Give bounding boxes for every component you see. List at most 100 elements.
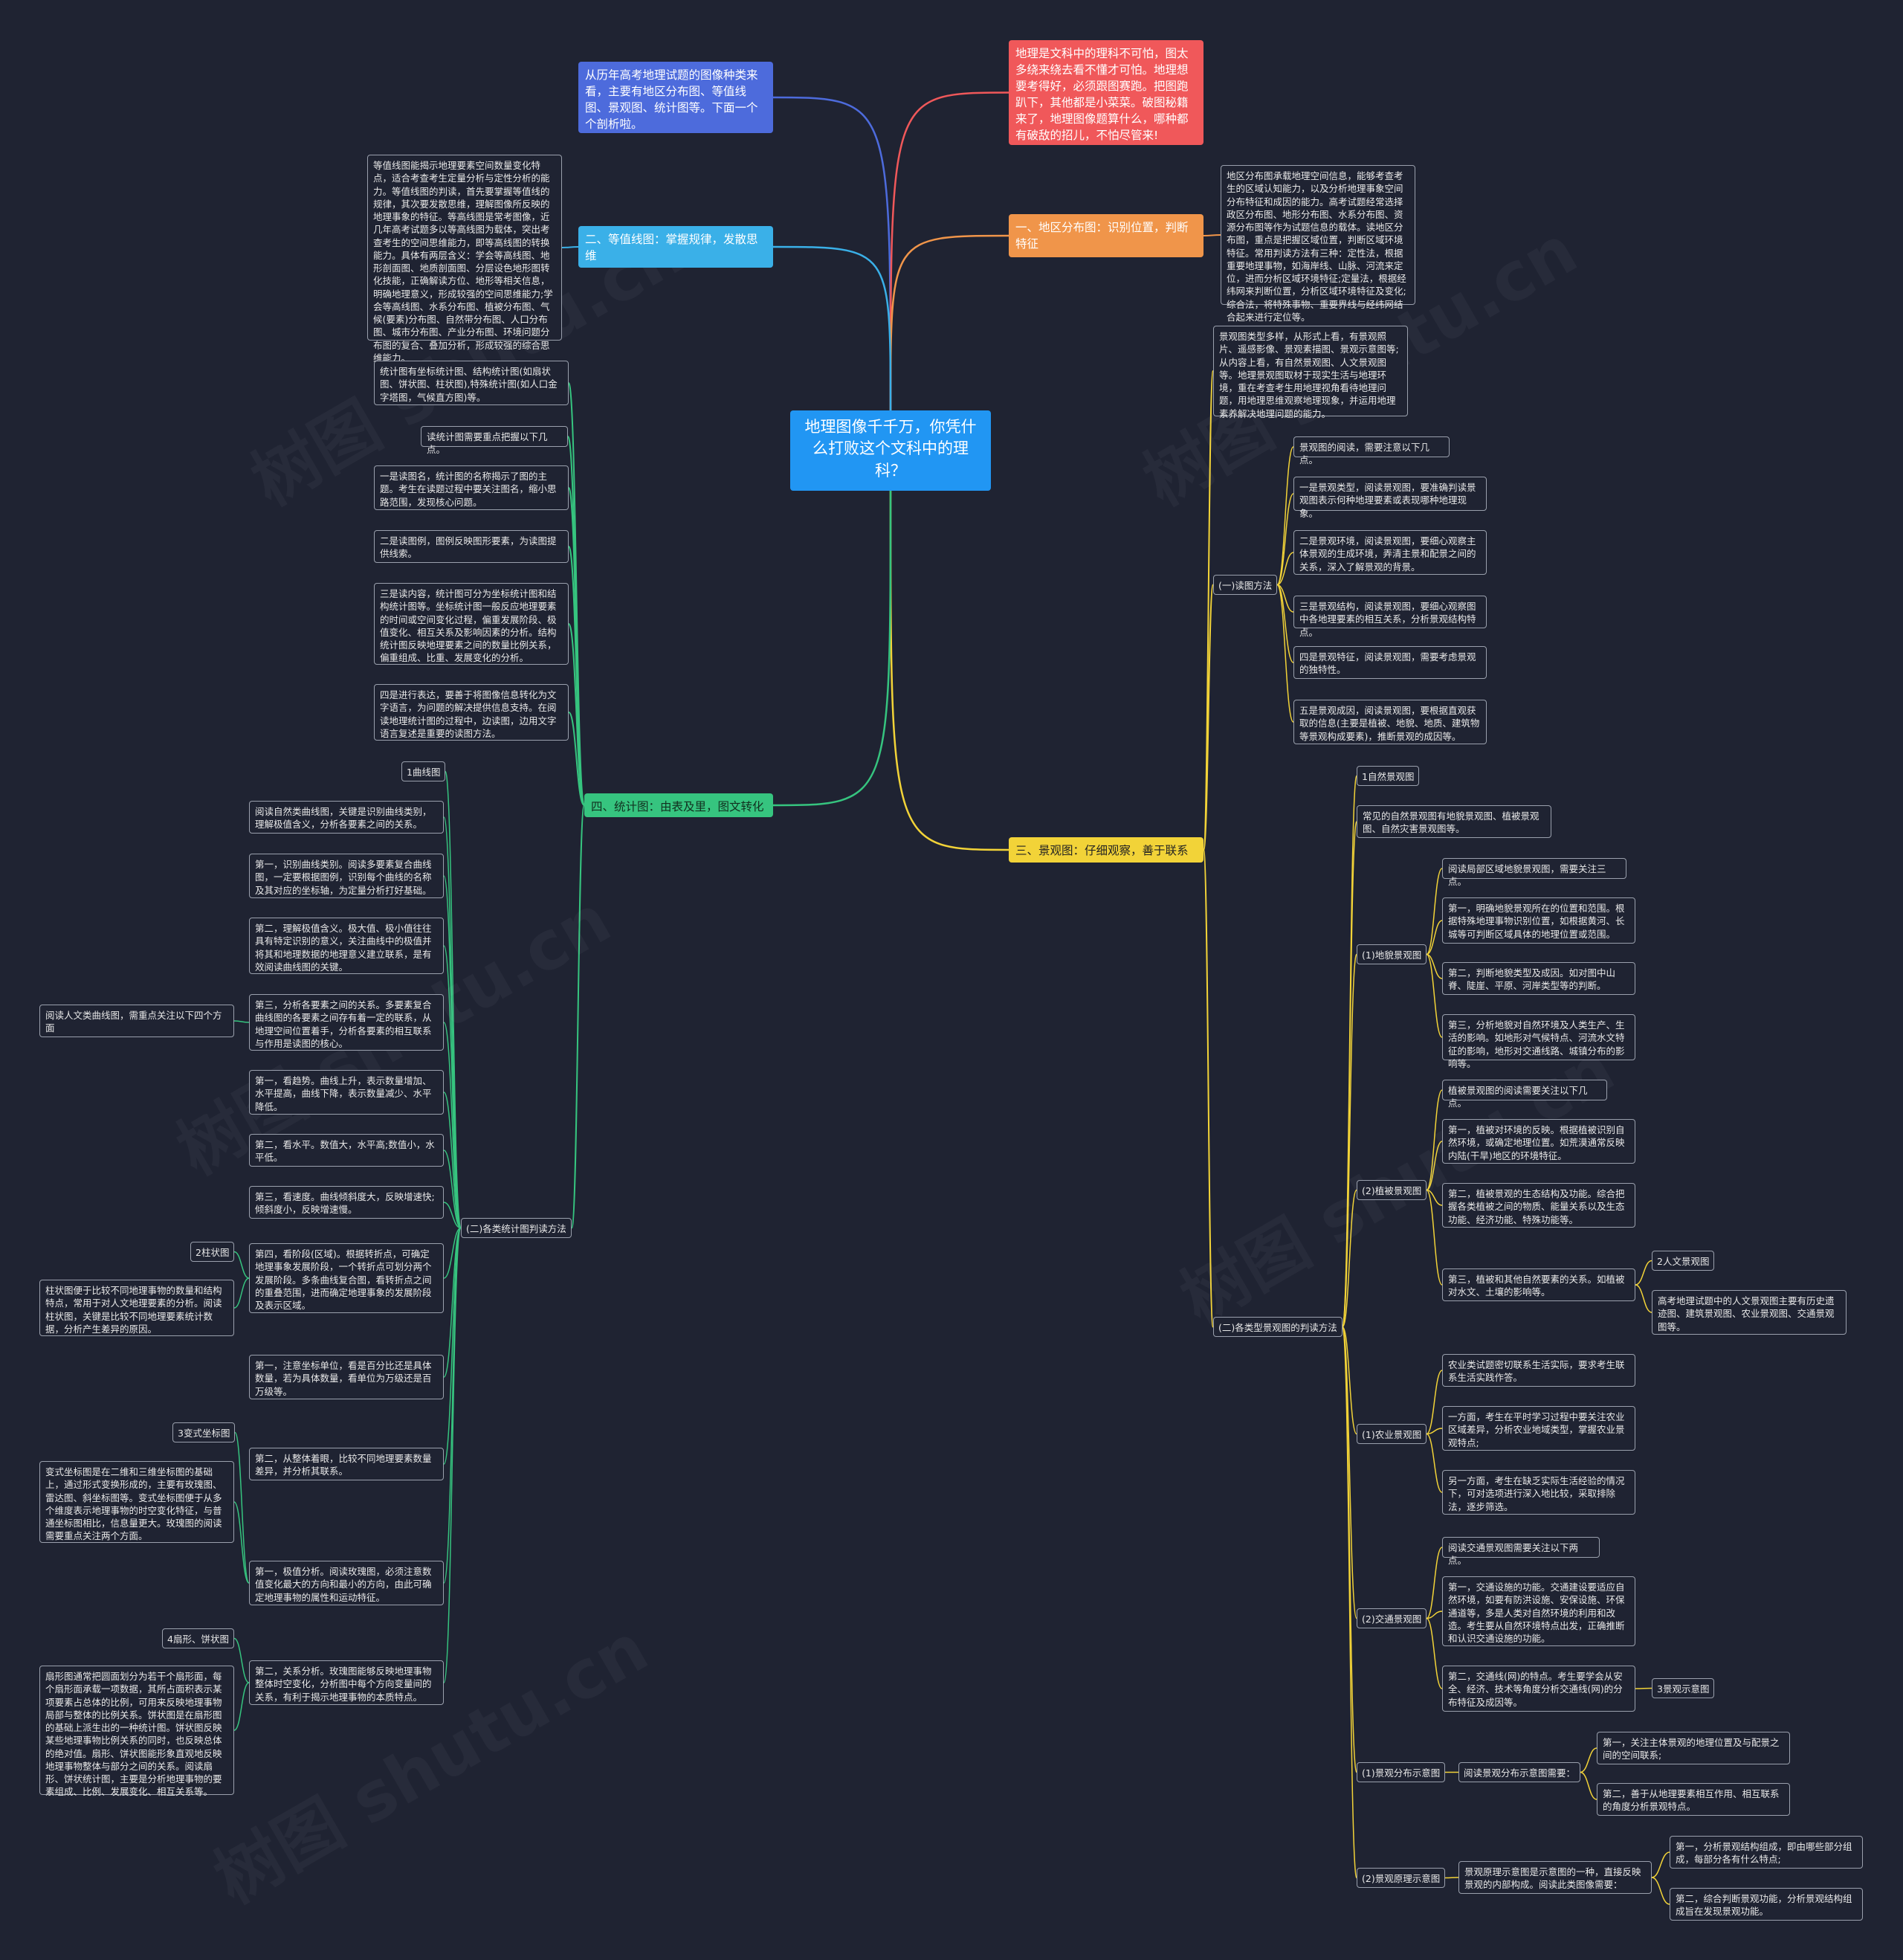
variant-chart-item[interactable]: 第二，关系分析。玫瑰图能够反映地理事物整体时空变化，分析图中每个方向变量间的关系…: [249, 1660, 444, 1705]
diagram-landscape-title[interactable]: 3景观示意图: [1652, 1678, 1715, 1698]
read-method-label[interactable]: (一)读图方法: [1213, 575, 1278, 595]
connector-line: [1203, 849, 1214, 1328]
curve-chart-title[interactable]: 1曲线图: [401, 761, 446, 781]
stat-methods-label[interactable]: (二)各类统计图判读方法: [461, 1218, 572, 1238]
principle-diagram-mid[interactable]: 景观原理示意图是示意图的一种，直接反映景观的内部构成。阅读此类图像需要：: [1458, 1861, 1652, 1894]
distribution-item[interactable]: 第二，善于从地理要素相互作用、相互联系的角度分析景观特点。: [1597, 1783, 1790, 1816]
traffic-item[interactable]: 阅读交通景观图需要关注以下两点。: [1442, 1537, 1600, 1566]
read-method-item[interactable]: 四是景观特征，阅读景观图，需要考虑景观的独特性。: [1293, 646, 1487, 679]
curve-chart-item[interactable]: 第一，看趋势。曲线上升，表示数量增加、水平提高，曲线下降，表示数量减少、水平降低…: [249, 1070, 444, 1115]
connector-line: [1426, 1611, 1443, 1619]
connector-line: [1426, 1370, 1443, 1435]
pie-chart-title[interactable]: 4扇形、饼状图: [162, 1628, 234, 1648]
connector-line: [443, 1092, 462, 1229]
traffic-item[interactable]: 第一，交通设施的功能。交通建设要适应自然环境，如要有防洪设施、安保设施、环保通道…: [1442, 1576, 1635, 1646]
connector-line: [1203, 234, 1221, 236]
connector-line: [443, 1227, 462, 1465]
isoline-map-desc[interactable]: 等值线图能揭示地理要素空间数量变化特点，适合考查考生定量分析与定性分析的能力。等…: [367, 155, 562, 364]
connector-line: [561, 246, 579, 248]
connector-line: [1444, 1877, 1459, 1879]
traffic-label[interactable]: (2)交通景观图: [1357, 1608, 1427, 1628]
agriculture-item[interactable]: 一方面，考生在平时学习过程中要关注农业区域差异，分析农业地域类型，掌握农业景观特…: [1442, 1406, 1635, 1451]
vegetation-label[interactable]: (2)植被景观图: [1357, 1180, 1427, 1200]
connector-line: [1426, 953, 1443, 1038]
vegetation-item[interactable]: 植被景观图的阅读需要关注以下几点。: [1442, 1080, 1607, 1109]
agriculture-item[interactable]: 农业类试题密切联系生活实际，要求考生联系生活实践作答。: [1442, 1354, 1635, 1387]
landscape-intro[interactable]: 景观图类型多样，从形式上看，有景观照片、遥感影像、景观素描图、景观示意图等;从内…: [1213, 326, 1408, 419]
natural-landscape-desc[interactable]: 常见的自然景观图有地貌景观图、植被景观图、自然灾害景观图等。: [1357, 805, 1551, 838]
intro-note[interactable]: 从历年高考地理试题的图像种类来看，主要有地区分布图、等值线图、景观图、统计图等。…: [578, 62, 773, 133]
stat-chart-item[interactable]: 读统计图需要重点把握以下几点。: [421, 426, 568, 455]
read-method-item[interactable]: 五是景观成因，阅读景观图，要根据直观获取的信息(主要是植被、地貌、地质、建筑物等…: [1293, 700, 1487, 744]
connector-line: [443, 1227, 462, 1683]
connector-line: [233, 1682, 250, 1731]
curve-chart-item[interactable]: 第一，识别曲线类别。阅读多要素复合曲线图，一定要根据图例，识别每个曲线的名称及其…: [249, 854, 444, 898]
principle-diagram-label[interactable]: (2)景观原理示意图: [1357, 1868, 1446, 1888]
connector-line: [1342, 1326, 1357, 1619]
motivation-note[interactable]: 地理是文科中的理科不可怕，图太多绕来绕去看不懂才可怕。地理想要考得好，必须跟图赛…: [1009, 40, 1203, 145]
vegetation-item[interactable]: 第一，植被对环境的反映。根据植被识别自然环境，或确定地理位置。如荒漠通常反映内陆…: [1442, 1119, 1635, 1164]
vegetation-item[interactable]: 第二，植被景观的生态结构及功能。综合把握各类植被之间的物质、能量关系以及生态功能…: [1442, 1183, 1635, 1228]
stat-chart-item[interactable]: 二是读图例，图例反映图形要素，为读图提供线索。: [374, 530, 569, 563]
agriculture-label[interactable]: (1)农业景观图: [1357, 1424, 1427, 1444]
distribution-diagram-label[interactable]: (1)景观分布示意图: [1357, 1762, 1446, 1782]
read-method-item[interactable]: 三是景观结构，阅读景观图，要细心观察图中各地理要素的相互关系，分析景观结构特点。: [1293, 596, 1487, 638]
bar-chart-desc[interactable]: 柱状图便于比较不同地理事物的数量和结构特点，常用于对人文地理要素的分析。阅读柱状…: [39, 1280, 234, 1336]
curve-chart-item[interactable]: 第四，看阶段(区域)。根据转折点，可确定地理事象发展阶段，一个转折点可划分两个发…: [249, 1243, 444, 1313]
principle-item[interactable]: 第二，综合判断景观功能，分析景观结构组成旨在发现景观功能。: [1670, 1888, 1863, 1921]
curve-chart-item[interactable]: 阅读自然类曲线图，关键是识别曲线类别，理解极值含义，分析各要素之间的关系。: [249, 801, 444, 834]
stat-chart-item[interactable]: 三是读内容，统计图可分为坐标统计图和结构统计图等。坐标统计图一般反应地理要素的时…: [374, 583, 569, 665]
distribution-item[interactable]: 第一，关注主体景观的地理位置及与配景之间的空间联系;: [1597, 1732, 1790, 1764]
vegetation-item[interactable]: 第三，植被和其他自然要素的关系。如植被对水文、土壤的影响等。: [1442, 1268, 1635, 1301]
stat-chart-item[interactable]: 一是读图名，统计图的名称揭示了图的主题。考生在读题过程中要关注图名，缩小思路范围…: [374, 465, 569, 510]
connector-line: [1580, 1747, 1597, 1773]
read-method-item[interactable]: 二是景观环境，阅读景观图，要细心观察主体景观的生成环境，弄清主景和配景之间的关系…: [1293, 530, 1487, 575]
curve-chart-item[interactable]: 第二，理解极值含义。极大值、极小值往往具有特定识别的意义，关注曲线中的极值并将其…: [249, 918, 444, 974]
read-method-item[interactable]: 一是景观类型，阅读景观图，要准确判读景观图表示何种地理要素或表现哪种地理现象。: [1293, 477, 1487, 519]
landform-item[interactable]: 第三，分析地貌对自然环境及人类生产、生活的影响。如地形对气候特点、河流水文特征的…: [1442, 1014, 1635, 1069]
human-landscape-desc[interactable]: 高考地理试题中的人文景观图主要有历史遗迹图、建筑景观图、农业景观图、交通景观图等…: [1652, 1290, 1847, 1335]
traffic-item[interactable]: 第二，交通线(网)的特点。考生要学会从安全、经济、技术等角度分析交通线(网)的分…: [1442, 1666, 1635, 1712]
human-curve-note[interactable]: 阅读人文类曲线图，需重点关注以下四个方面: [39, 1005, 234, 1037]
curve-chart-item[interactable]: 第三，分析各要素之间的关系。多要素复合曲线图的各要素之间存有着一定的联系，从地理…: [249, 994, 444, 1051]
connector-line: [772, 96, 892, 411]
connector-line: [772, 245, 892, 411]
stat-chart-item[interactable]: 统计图有坐标统计图、结构统计图(如扇状图、饼状图、柱状图),特殊统计图(如人口金…: [374, 361, 569, 405]
connector-line: [234, 1431, 250, 1584]
connector-line: [1426, 1189, 1443, 1206]
connector-line: [445, 770, 462, 1229]
human-landscape-title[interactable]: 2人文景观图: [1652, 1251, 1715, 1271]
region-map-desc[interactable]: 地区分布图承载地理空间信息，能够考查考生的区域认知能力，以及分析地理事象空间分布…: [1221, 165, 1415, 323]
natural-landscape-title[interactable]: 1自然景观图: [1357, 766, 1420, 786]
branch-landscape-map[interactable]: 三、景观图：仔细观察，善于联系: [1009, 837, 1203, 863]
connector-line: [443, 1150, 462, 1229]
landform-item[interactable]: 第二，判断地貌类型及成因。如对图中山脊、陡崖、平原、河岸类型等的判断。: [1442, 962, 1635, 995]
branch-isoline-map[interactable]: 二、等值线图：掌握规律，发散思维: [578, 226, 773, 268]
distribution-diagram-mid[interactable]: 阅读景观分布示意图需要：: [1458, 1762, 1581, 1782]
landform-item[interactable]: 第一，明确地貌景观所在的位置和范围。根据特殊地理事物识别位置，如根据黄河、长城等…: [1442, 897, 1635, 944]
principle-item[interactable]: 第一，分析景观结构组成，即由哪些部分组成，每部分各有什么特点;: [1670, 1836, 1863, 1869]
curve-chart-item[interactable]: 第三，看速度。曲线倾斜度大，反映增速快;倾斜度小，反映增速慢。: [249, 1186, 444, 1219]
curve-chart-item[interactable]: 第二，看水平。数值大，水平高;数值小，水平低。: [249, 1134, 444, 1167]
landscape-types-label[interactable]: (二)各类型景观图的判读方法: [1213, 1317, 1343, 1337]
stat-chart-item[interactable]: 四是进行表达，要善于将图像信息转化为文字语言，为问题的解决提供信息支持。在阅读地…: [374, 684, 569, 741]
branch-region-map[interactable]: 一、地区分布图：识别位置，判断特征: [1009, 214, 1203, 257]
variant-chart-title[interactable]: 3变式坐标图: [172, 1422, 236, 1442]
variant-chart-desc[interactable]: 变式坐标图是在二维和三维坐标图的基础上，通过形式变换形成的，主要有玫瑰图、雷达图…: [39, 1461, 234, 1543]
connector-line: [1276, 552, 1294, 586]
connector-line: [1651, 1851, 1670, 1878]
connector-line: [1651, 1877, 1670, 1905]
pie-chart-desc[interactable]: 扇形图通常把圆面划分为若干个扇形面，每个扇形面承载一项数据，其所占面积表示某项要…: [39, 1666, 234, 1797]
variant-chart-item[interactable]: 第一，极值分析。阅读玫瑰图，必须注意数值变化最大的方向和最小的方向，由此可确定地…: [249, 1561, 444, 1605]
branch-statistical-chart[interactable]: 四、统计图：由表及里，图文转化: [584, 793, 773, 817]
read-method-item[interactable]: 景观图的阅读，需要注意以下几点。: [1293, 436, 1450, 465]
bar-chart-item[interactable]: 第二，从整体着眼，比较不同地理要素数量差异，并分析其联系。: [249, 1448, 444, 1480]
bar-chart-title[interactable]: 2柱状图: [190, 1242, 235, 1262]
landform-label[interactable]: (1)地貌景观图: [1357, 944, 1427, 964]
bar-chart-item[interactable]: 第一，注意坐标单位，看是百分比还是具体数量，若为具体数量，看单位为万级还是百万级…: [249, 1355, 444, 1399]
landform-item[interactable]: 阅读局部区域地貌景观图，需要关注三点。: [1442, 858, 1626, 887]
connector-line: [233, 1020, 250, 1023]
agriculture-item[interactable]: 另一方面，考生在缺乏实际生活经验的情况下，可对选项进行深入地比较，采取排除法，逐…: [1442, 1470, 1635, 1515]
root-topic[interactable]: 地理图像千千万，你凭什么打败这个文科中的理科？: [790, 410, 991, 491]
